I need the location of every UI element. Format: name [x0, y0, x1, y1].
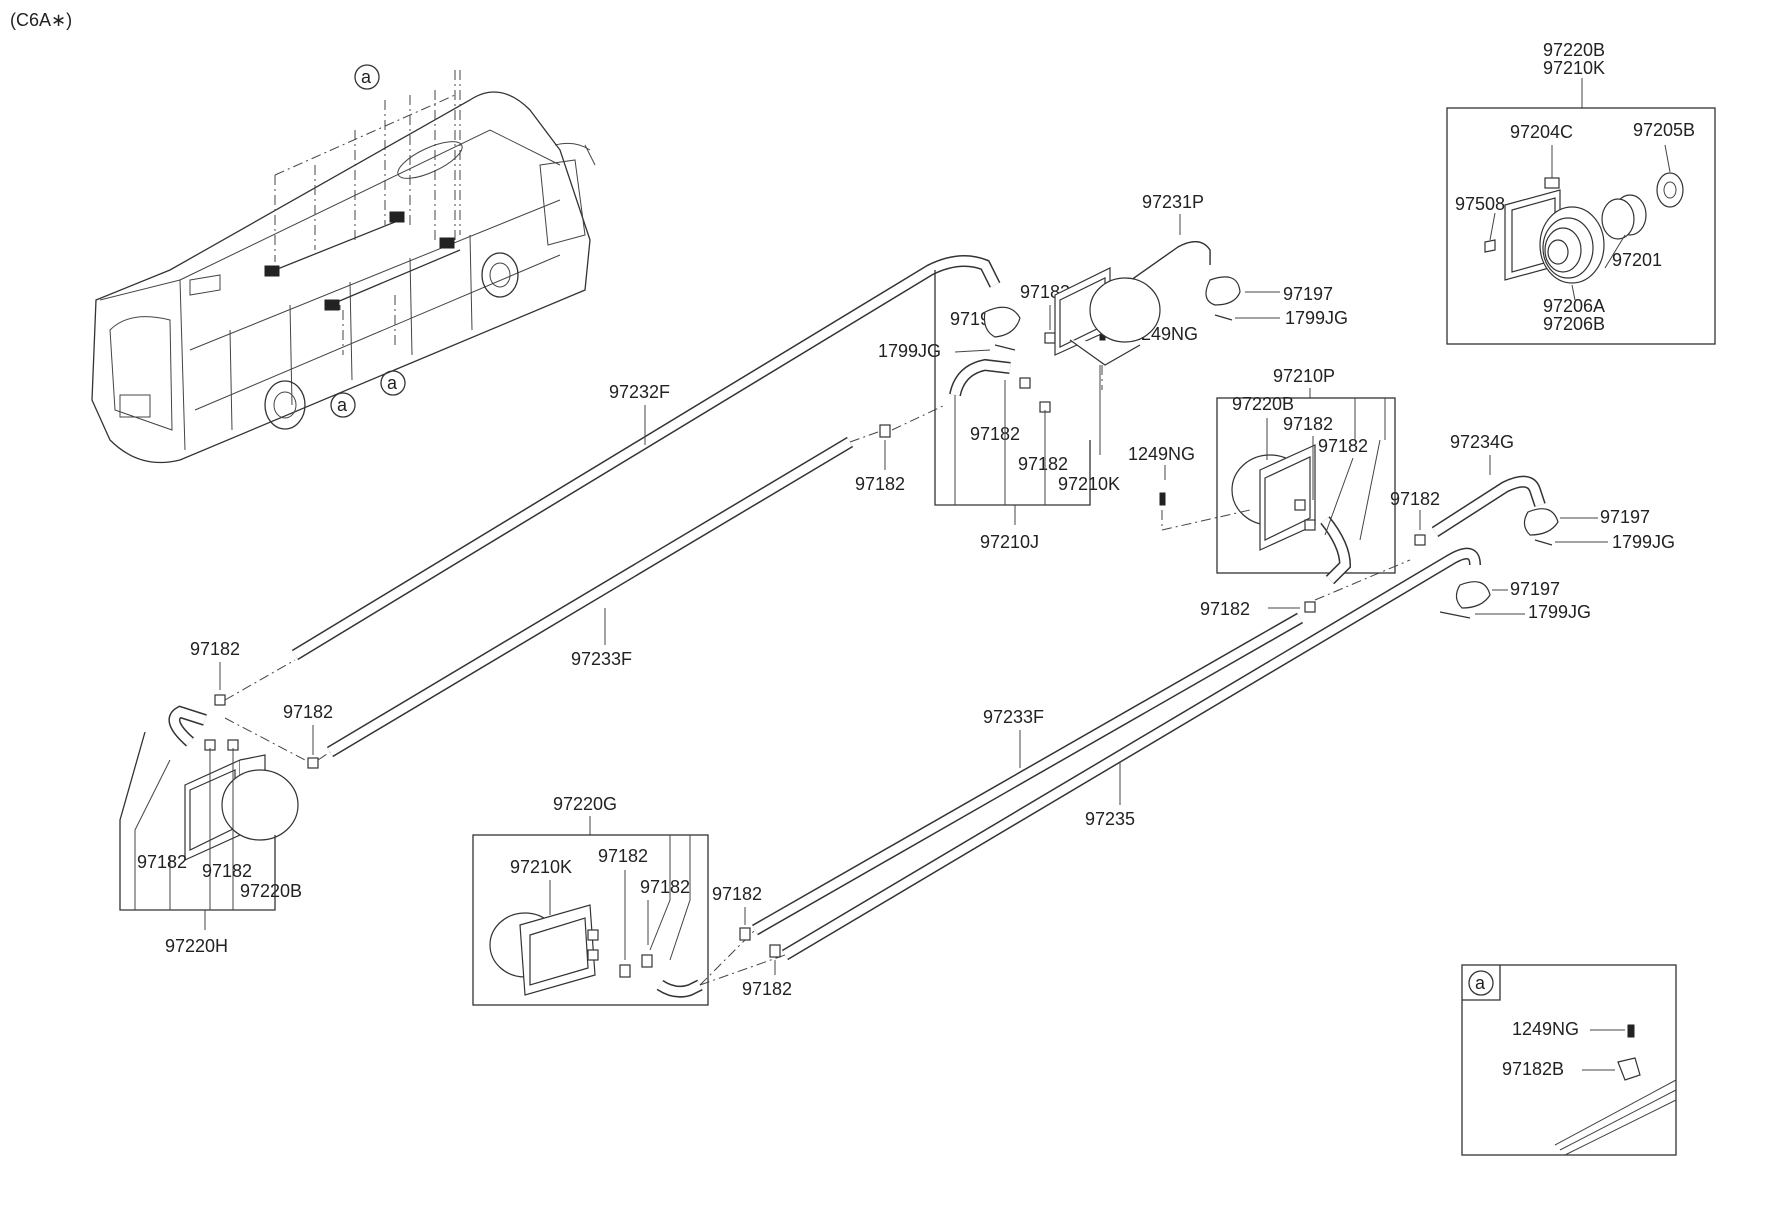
svg-text:a: a [1475, 973, 1486, 993]
label-97235: 97235 [1085, 809, 1135, 829]
label-97220B-b: 97220B [240, 881, 302, 901]
label-97201: 97201 [1612, 250, 1662, 270]
label-1249NG-detail: 1249NG [1512, 1019, 1579, 1039]
label-97182-p: 97182 [742, 979, 792, 999]
clip-97182B [1617, 1057, 1641, 1081]
label-97206B: 97206B [1543, 314, 1605, 334]
label-1799JG-a: 1799JG [1285, 308, 1348, 328]
label-97182-c: 97182 [970, 424, 1020, 444]
callout-a-3: a [330, 392, 356, 418]
elbow-hose-97220G [656, 979, 703, 998]
label-97220B-a: 97220B [1232, 394, 1294, 414]
label-97197-a: 97197 [1283, 284, 1333, 304]
label-97233F-a: 97233F [571, 649, 632, 669]
label-97182-m: 97182 [598, 846, 648, 866]
clip-97182-p [769, 944, 781, 958]
label-97197-d: 97197 [1510, 579, 1560, 599]
bus-illustration [91, 70, 596, 464]
label-97231P: 97231P [1142, 192, 1204, 212]
label-97220B-top: 97220B [1543, 40, 1605, 60]
duct-97232F [291, 255, 1001, 661]
heater-unit-97210K-a [1054, 267, 1161, 455]
clip-97182-j [307, 757, 319, 769]
label-97204C: 97204C [1510, 122, 1573, 142]
blower-motor-exploded [1484, 144, 1684, 301]
label-1799JG-b: 1799JG [878, 341, 941, 361]
label-97210J: 97210J [980, 532, 1039, 552]
label-97210P: 97210P [1273, 366, 1335, 386]
svg-text:a: a [337, 395, 348, 415]
elbow-hose-97220H [168, 705, 207, 747]
label-97210K-top: 97210K [1543, 58, 1605, 78]
duct-outlet-97197-d [1455, 581, 1491, 609]
label-97206A: 97206A [1543, 296, 1605, 316]
heater-assembly-box-97210P [1216, 397, 1396, 574]
duct-outlet-97197-b [983, 306, 1021, 338]
duct-outlet-97197-a [1205, 276, 1241, 306]
heater-unit-97220B-b [184, 739, 299, 861]
clip-97182-a [1044, 332, 1056, 344]
label-97182-n: 97182 [640, 877, 690, 897]
clip-97182-h [1304, 601, 1316, 613]
label-97205B: 97205B [1633, 120, 1695, 140]
blower-motor-detail-box [1446, 107, 1716, 345]
callout-a-detail: a [1468, 970, 1494, 996]
screw-1249NG [1627, 1024, 1635, 1038]
duct-97233F-lower [752, 612, 1303, 936]
svg-text:a: a [387, 373, 398, 393]
label-97210K-a: 97210K [1058, 474, 1120, 494]
label-97233F-b: 97233F [983, 707, 1044, 727]
heater-assembly-box-97220G [472, 834, 709, 1006]
clip-97182-b [879, 424, 891, 438]
duct-97233F-upper [326, 436, 854, 758]
detail-a-box [1461, 964, 1677, 1156]
label-1249NG-b: 1249NG [1128, 444, 1195, 464]
label-1799JG-c: 1799JG [1612, 532, 1675, 552]
label-97182-j: 97182 [283, 702, 333, 722]
label-97182B-detail: 97182B [1502, 1059, 1564, 1079]
label-1799JG-d: 1799JG [1528, 602, 1591, 622]
clip-97182-o [739, 927, 751, 941]
label-97232F: 97232F [609, 382, 670, 402]
label-97220H: 97220H [165, 936, 228, 956]
elbow-hose-97210P [1320, 516, 1352, 585]
heater-unit-97220B-a [1231, 444, 1316, 551]
label-97197-c: 97197 [1600, 507, 1650, 527]
duct-97234G [1431, 475, 1546, 538]
label-97182-l: 97182 [202, 861, 252, 881]
label-97182-d: 97182 [1018, 454, 1068, 474]
duct-outlet-97197-c [1523, 508, 1559, 536]
label-97182-f: 97182 [1318, 436, 1368, 456]
label-97182-h: 97182 [1200, 599, 1250, 619]
label-97210K-b: 97210K [510, 857, 572, 877]
clip-97182-i [214, 694, 226, 706]
label-97182-g: 97182 [1390, 489, 1440, 509]
label-97182-k: 97182 [137, 852, 187, 872]
clip-97182-g [1414, 534, 1426, 546]
label-97182-o: 97182 [712, 884, 762, 904]
heater-unit-97210K-b [489, 904, 653, 996]
label-97234G: 97234G [1450, 432, 1514, 452]
label-97182-e: 97182 [1283, 414, 1333, 434]
elbow-hose-97210J [949, 358, 1011, 397]
callout-a-1: a [354, 64, 380, 90]
variant-code: (C6A∗) [10, 10, 72, 30]
label-97220G: 97220G [553, 794, 617, 814]
label-97508: 97508 [1455, 194, 1505, 214]
callout-a-2: a [380, 370, 406, 396]
label-97182-i: 97182 [190, 639, 240, 659]
label-97182-b: 97182 [855, 474, 905, 494]
bracket-97210J [934, 270, 1091, 506]
duct-97235 [781, 547, 1481, 961]
svg-text:a: a [361, 67, 372, 87]
